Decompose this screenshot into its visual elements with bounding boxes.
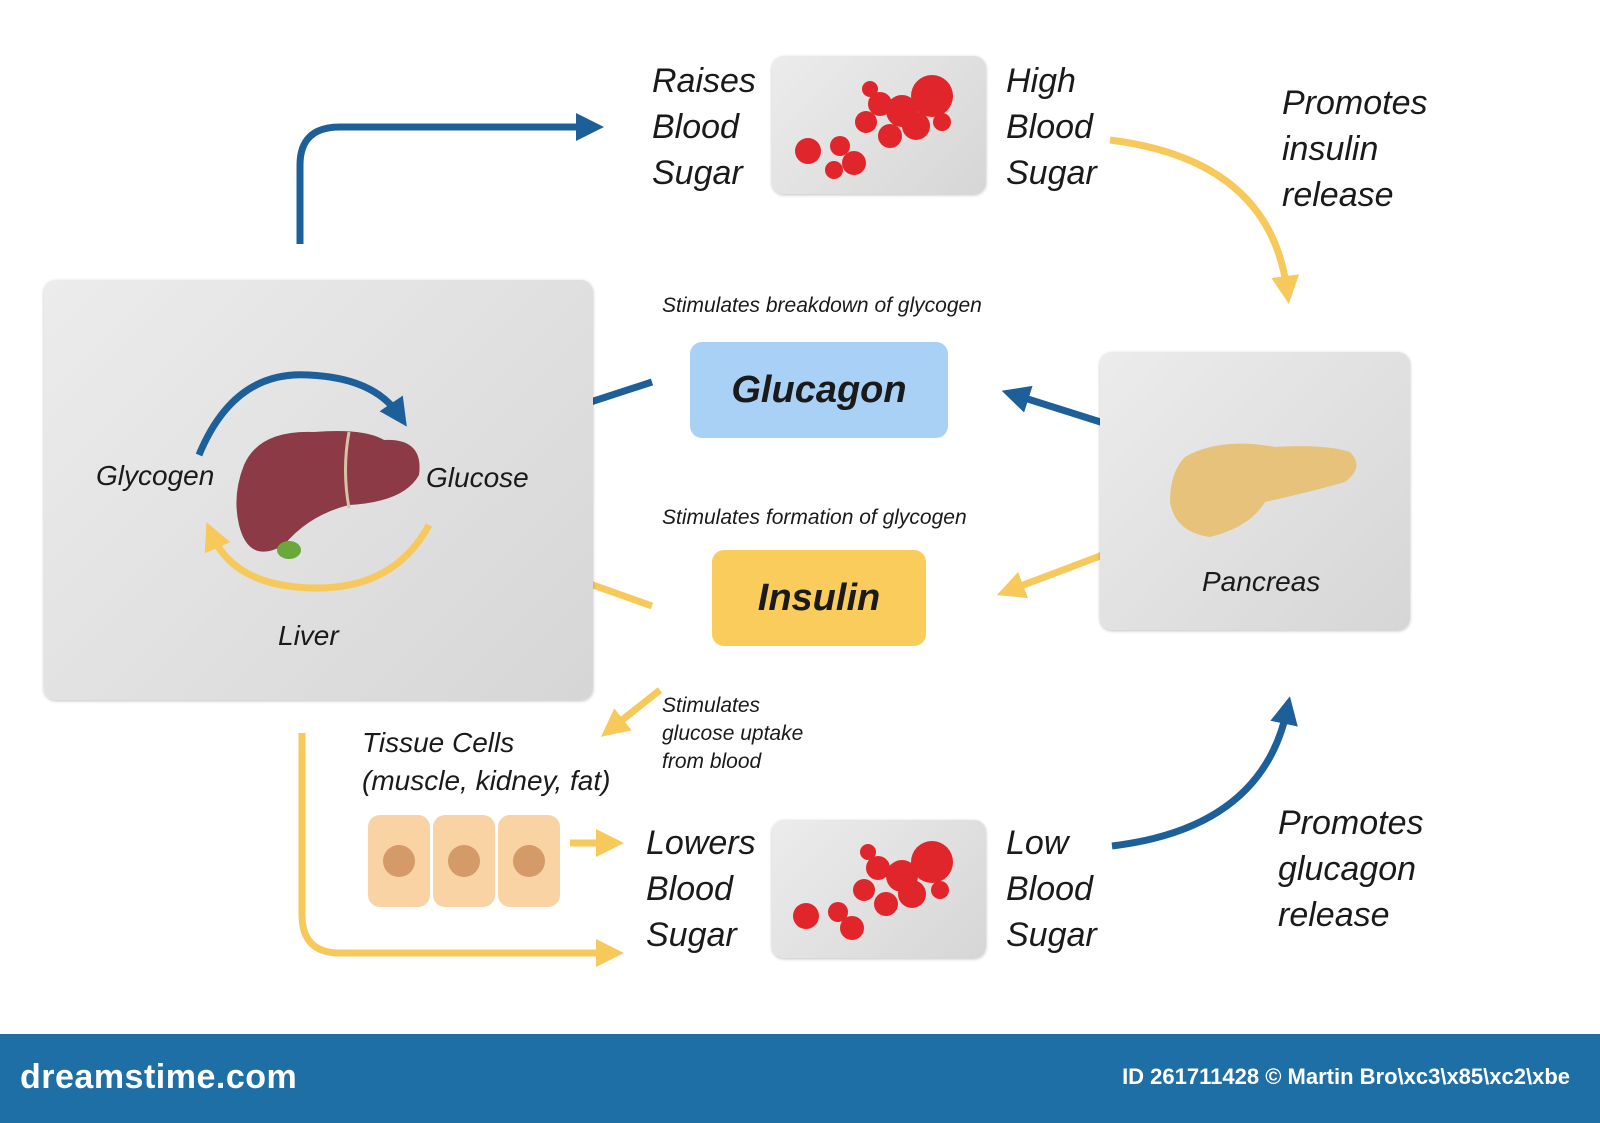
liver-to-raises-arrow (296, 113, 604, 244)
low-blood-sugar-label: Low Blood Sugar (1006, 824, 1097, 954)
pancreas-illustration (1170, 443, 1357, 537)
image-credit: ID 261711428 © Martin Bro\xc3\x85\xc2\xb… (1122, 1064, 1570, 1089)
stimulates-breakdown-label: Stimulates breakdown of glycogen (662, 294, 982, 317)
tissue-cells-illustration (368, 815, 568, 910)
liver-to-lowers-arrow (298, 733, 624, 967)
glycogen-label: Glycogen (96, 460, 215, 491)
liver-panel: Glycogen Glucose Liver (44, 280, 593, 700)
cell-nucleus (448, 845, 480, 877)
insulin-to-tissue-arrow (601, 687, 663, 737)
glucose-label: Glucose (426, 462, 529, 493)
tissue-cell (498, 815, 560, 907)
high-blood-sugar-label: High Blood Sugar (1006, 62, 1097, 192)
tissue-cells-label: Tissue Cells (muscle, kidney, fat) (362, 727, 611, 796)
raises-blood-sugar-label: Raises Blood Sugar (652, 62, 756, 192)
liver-illustration (195, 371, 433, 592)
cell-nucleus (383, 845, 415, 877)
pancreas-to-insulin-arrow (996, 549, 1110, 599)
pancreas-panel: Pancreas (1100, 352, 1410, 630)
red-blood-cells-image (793, 841, 953, 940)
dreamstime-logo: dreamstime.com (20, 1058, 298, 1096)
tissue-cell (433, 815, 495, 907)
pancreas-to-glucagon-arrow (1001, 385, 1112, 429)
cell-nucleus (513, 845, 545, 877)
liver-label: Liver (278, 620, 339, 651)
tissue-cell (368, 815, 430, 907)
high-blood-cells-panel (772, 56, 986, 194)
glucagon-box: Glucagon (690, 342, 948, 438)
arrows-layer (296, 113, 1300, 967)
stimulates-uptake-label: Stimulates glucose uptake from blood (662, 694, 804, 773)
lowers-blood-sugar-label: Lowers Blood Sugar (646, 824, 756, 954)
promotes-insulin-release-label: Promotes insulin release (1282, 84, 1428, 214)
low-blood-cells-panel (772, 820, 986, 958)
footer-bar: dreamstime.com ID 261711428 © Martin Bro… (0, 1034, 1600, 1123)
stimulates-formation-label: Stimulates formation of glycogen (662, 506, 967, 529)
high-sugar-to-pancreas-arrow (1109, 136, 1300, 304)
insulin-box: Insulin (712, 550, 926, 646)
red-blood-cells-image (795, 75, 953, 179)
pancreas-label: Pancreas (1202, 566, 1321, 597)
promotes-glucagon-release-label: Promotes glucagon release (1278, 804, 1424, 934)
low-sugar-to-pancreas-arrow (1111, 696, 1298, 850)
